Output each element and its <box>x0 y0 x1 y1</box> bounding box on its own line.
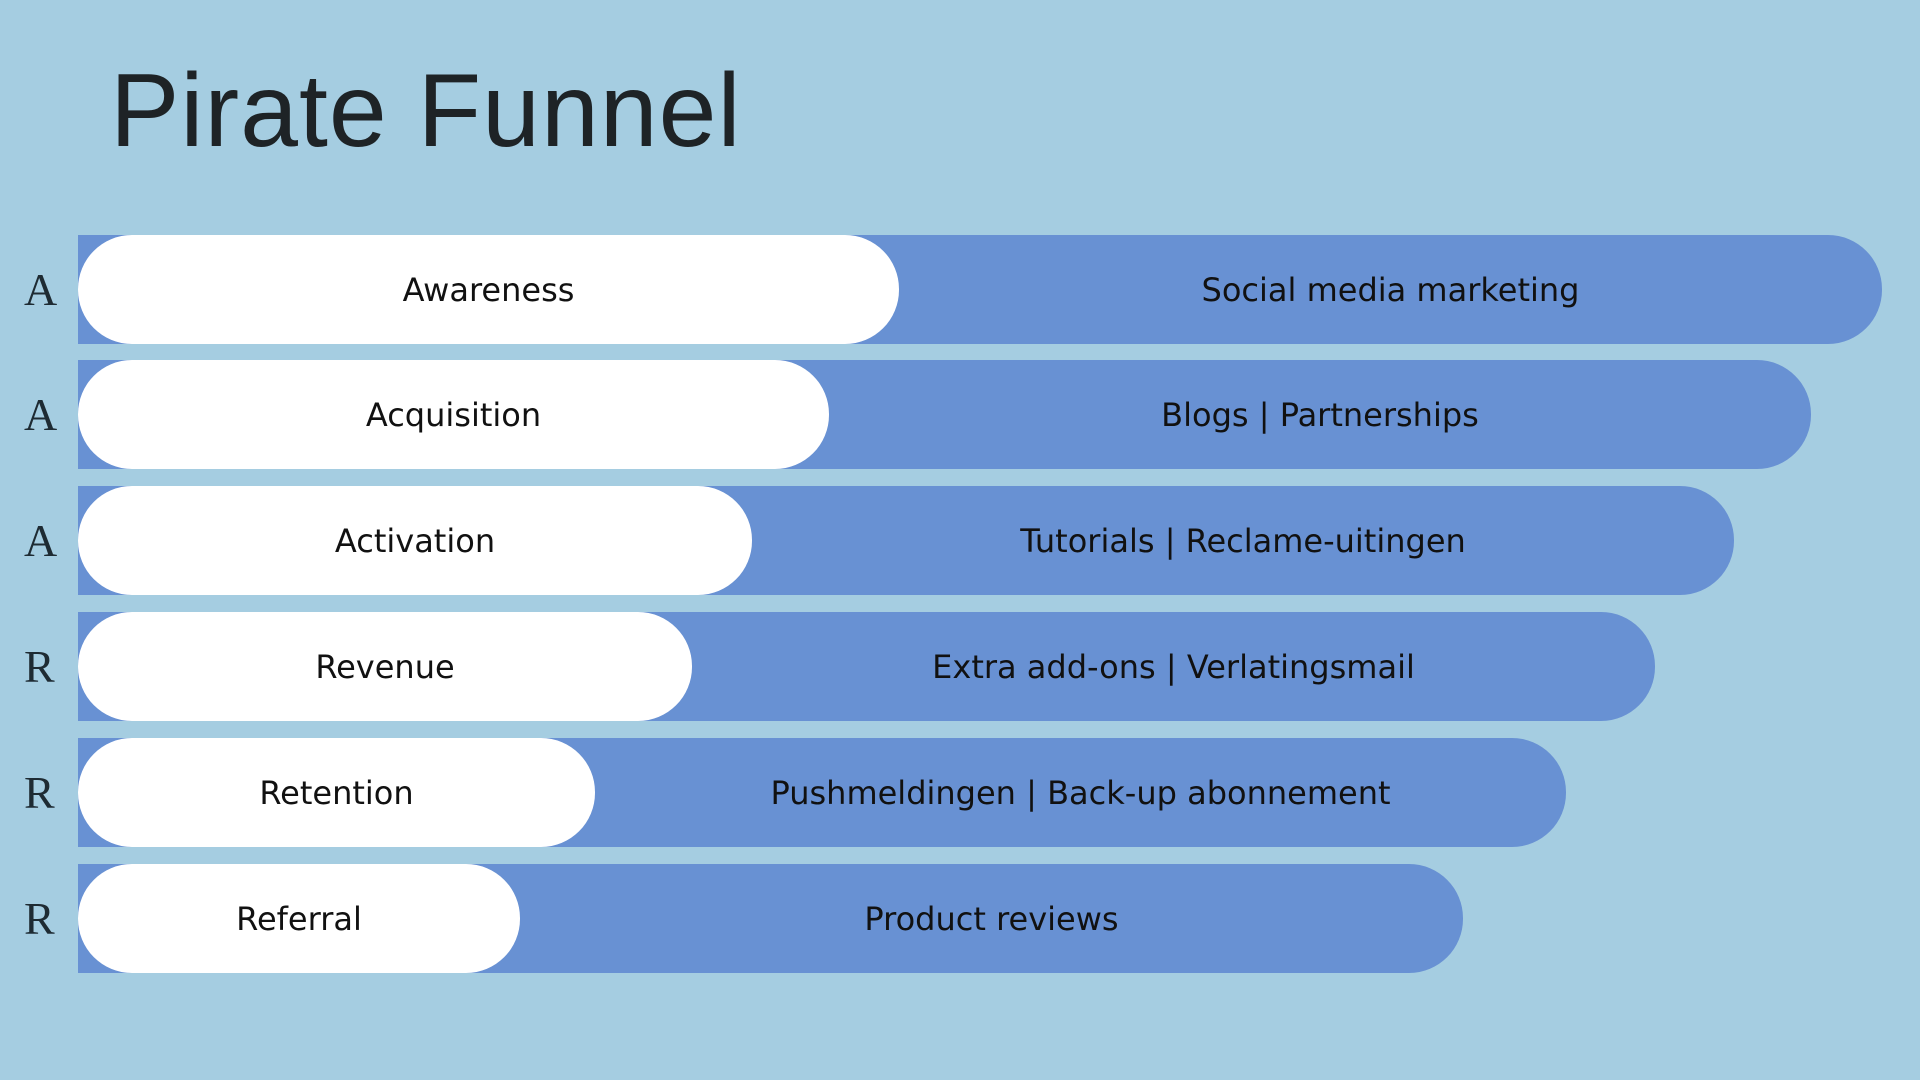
tactics-label: Tutorials | Reclame-uitingen <box>1020 521 1466 560</box>
stage-label: Acquisition <box>78 360 829 469</box>
stage-label: Retention <box>78 738 595 847</box>
tactics-label: Product reviews <box>864 899 1119 938</box>
funnel-letter: R <box>24 767 55 818</box>
funnel-row: Social media marketing Awareness <box>78 235 1882 344</box>
funnel-row: Tutorials | Reclame-uitingen Activation <box>78 486 1734 595</box>
tactics-label: Blogs | Partnerships <box>1161 395 1479 434</box>
funnel-letter: R <box>24 893 55 944</box>
tactics-label: Social media marketing <box>1201 270 1580 309</box>
tactics-label: Pushmeldingen | Back-up abonnement <box>770 773 1391 812</box>
funnel-letter: R <box>24 641 55 692</box>
page-title: Pirate Funnel <box>110 53 742 169</box>
stage-label: Revenue <box>78 612 692 721</box>
tactics-label: Extra add-ons | Verlatingsmail <box>932 647 1415 686</box>
funnel-row: Blogs | Partnerships Acquisition <box>78 360 1811 469</box>
stage-label: Awareness <box>78 235 899 344</box>
funnel-letter: A <box>24 515 58 566</box>
stage-label: Referral <box>78 864 520 973</box>
funnel-row: Product reviews Referral <box>78 864 1463 973</box>
funnel-row: Extra add-ons | Verlatingsmail Revenue <box>78 612 1655 721</box>
funnel-letter: A <box>24 264 58 315</box>
stage-label: Activation <box>78 486 752 595</box>
funnel-letter: A <box>24 389 58 440</box>
funnel-row: Pushmeldingen | Back-up abonnement Retent… <box>78 738 1566 847</box>
